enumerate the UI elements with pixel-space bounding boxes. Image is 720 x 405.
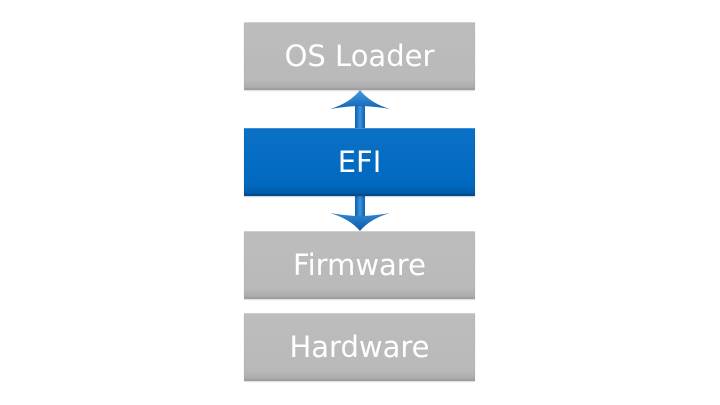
- arrow-down-head: [330, 213, 390, 231]
- efi-label: EFI: [337, 145, 382, 179]
- arrow-down-efi-to-firmware: [330, 196, 390, 231]
- os-loader-layer: OS Loader: [244, 22, 475, 90]
- arrow-up-shaft: [355, 105, 365, 129]
- efi-layer: EFI: [244, 128, 475, 196]
- arrow-up-head: [330, 90, 390, 109]
- arrow-down-shaft: [355, 196, 365, 218]
- hardware-label: Hardware: [289, 330, 430, 364]
- firmware-label: Firmware: [293, 248, 426, 282]
- hardware-layer: Hardware: [244, 313, 475, 381]
- arrow-up-efi-to-os-loader: [330, 90, 390, 129]
- firmware-layer: Firmware: [244, 231, 475, 299]
- os-loader-label: OS Loader: [284, 39, 435, 73]
